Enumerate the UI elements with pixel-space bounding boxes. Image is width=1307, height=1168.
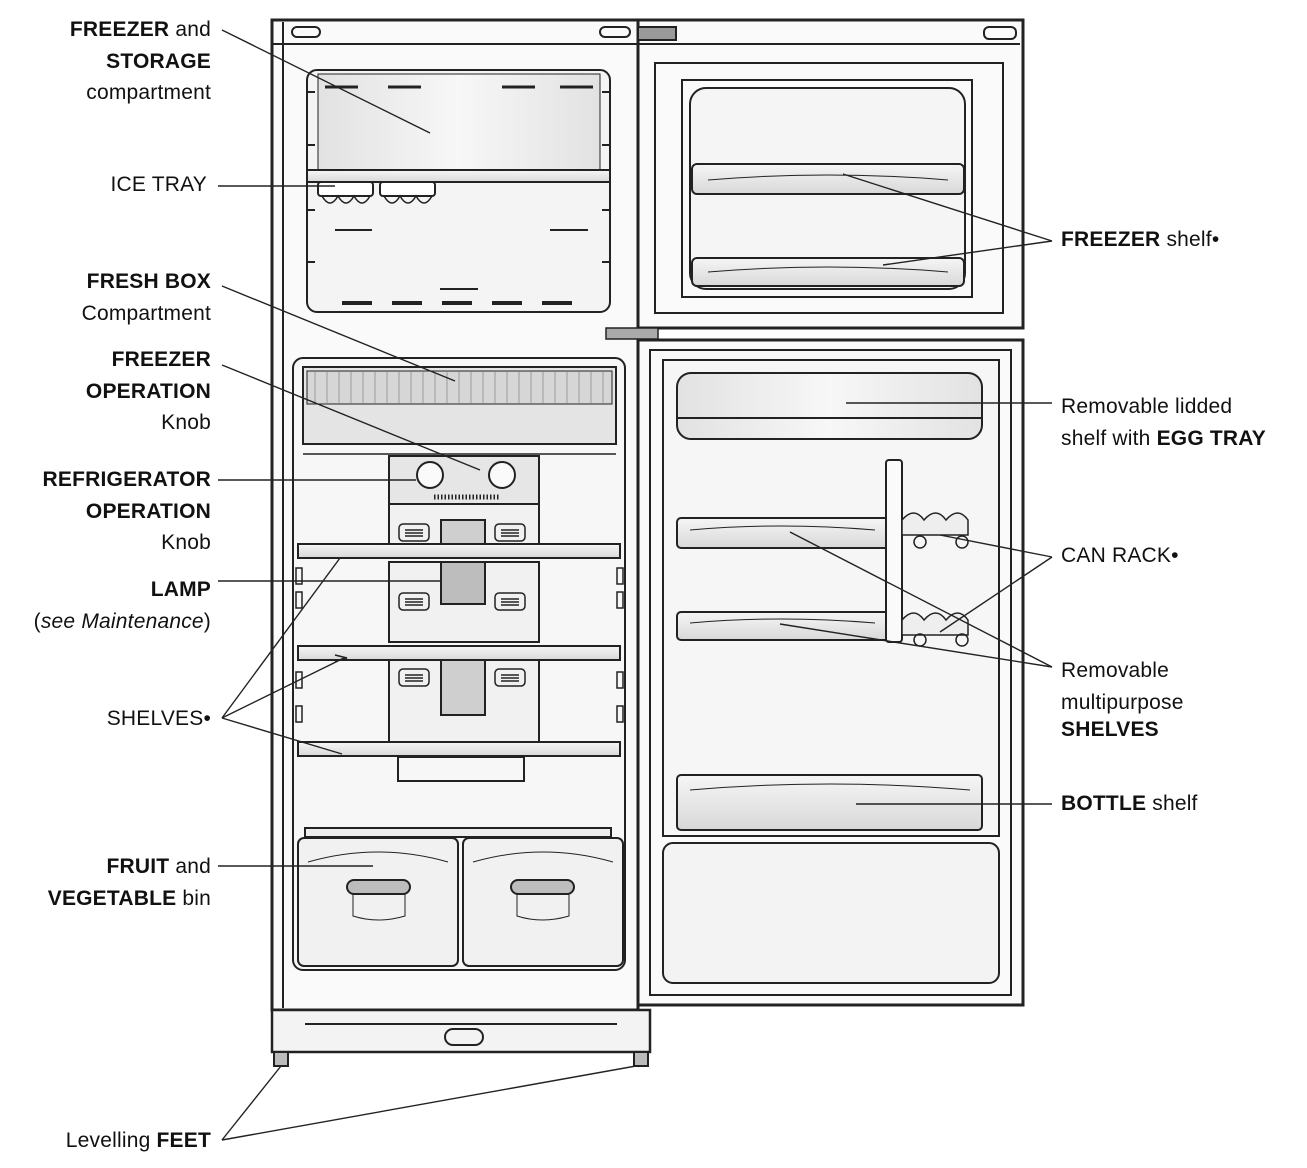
label-feet: FEET [156, 1129, 211, 1152]
label-freezer-operation: FREEZER OPERATION Knob [20, 344, 211, 439]
label-fruit-and: and [169, 855, 211, 878]
label-ice-tray: ICE TRAY [110, 173, 207, 196]
label-vegetable-bin: bin [176, 886, 211, 910]
leader-lines [218, 29, 1053, 1141]
label-multipurpose-line2: multipurpose [1061, 690, 1184, 714]
label-vegetable: VEGETABLE [47, 886, 177, 910]
label-freezer-storage-line3: compartment [86, 81, 211, 104]
label-refrigerator-operation-line2: OPERATION [85, 499, 211, 523]
freezer-compartment [306, 69, 611, 313]
label-freezer-storage-line2: STORAGE [106, 49, 211, 73]
label-levelling: Levelling [65, 1129, 157, 1152]
label-multipurpose-shelves: Removable multipurpose SHELVES [1061, 655, 1291, 746]
freezer-door [636, 18, 1025, 330]
label-bottle-shelf: BOTTLE shelf [1061, 788, 1291, 820]
label-freezer-operation-line3: Knob [161, 411, 211, 434]
label-egg-tray-line1: Removable lidded [1061, 395, 1233, 418]
label-fruit: FRUIT [106, 855, 170, 878]
label-egg-tray-line2a: shelf with [1061, 426, 1157, 450]
label-freezer-storage: FREEZER and STORAGE compartment [20, 14, 211, 109]
label-fresh-box-line1: FRESH BOX [86, 270, 211, 293]
label-lamp-line1: LAMP [150, 578, 211, 601]
fridge-compartment [292, 357, 626, 971]
label-refrigerator-operation: REFRIGERATOR OPERATION Knob [6, 464, 211, 559]
label-refrigerator-operation-line3: Knob [161, 531, 211, 554]
label-fresh-box: FRESH BOX Compartment [20, 266, 211, 329]
label-levelling-feet: Levelling FEET [20, 1125, 211, 1157]
label-fresh-box-line2: Compartment [81, 301, 211, 325]
label-lamp: LAMP (see Maintenance) [10, 574, 211, 637]
label-bottle: BOTTLE [1061, 792, 1147, 815]
label-freezer-operation-line2: OPERATION [85, 379, 211, 403]
label-freezer-shelf: FREEZER shelf• [1061, 224, 1291, 256]
label-freezer-shelf-bold: FREEZER [1061, 228, 1161, 251]
label-lamp-paren-open: ( [33, 609, 41, 633]
label-freezer-shelf-rest: shelf• [1160, 228, 1220, 251]
label-freezer-storage-line1a: FREEZER [69, 18, 170, 41]
label-refrigerator-operation-line1: REFRIGERATOR [42, 468, 211, 491]
label-freezer-storage-line1b: and [169, 18, 211, 41]
levelling-feet [273, 1051, 649, 1067]
label-egg-tray-shelf: Removable lidded shelf with EGG TRAY [1061, 391, 1303, 454]
label-bottle-shelf-rest: shelf [1146, 792, 1198, 815]
label-freezer-operation-line1: FREEZER [111, 348, 211, 371]
label-egg-tray-line2b: EGG TRAY [1156, 426, 1266, 450]
fridge-door [636, 338, 1025, 1007]
label-fruit-vegetable-bin: FRUIT and VEGETABLE bin [10, 851, 211, 914]
label-multipurpose-line3: SHELVES [1061, 718, 1159, 741]
label-lamp-paren-close: ) [203, 609, 211, 633]
label-can-rack: CAN RACK• [1061, 544, 1179, 567]
label-shelves: SHELVES• [106, 707, 211, 730]
label-multipurpose-line1: Removable [1061, 659, 1170, 682]
label-lamp-see-maintenance: see Maintenance [40, 609, 204, 633]
